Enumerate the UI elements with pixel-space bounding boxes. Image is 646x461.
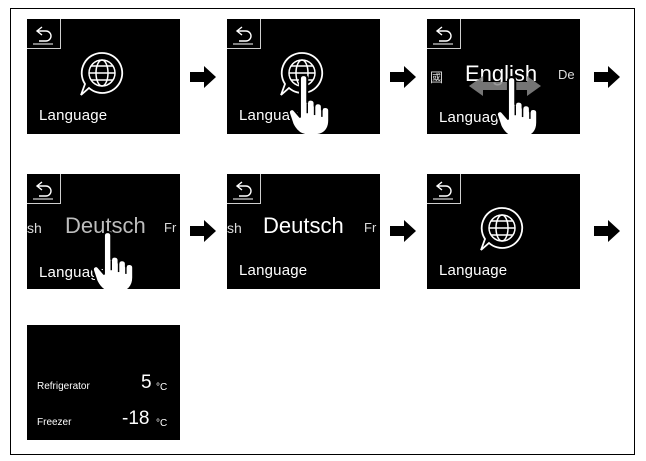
back-icon (433, 178, 455, 200)
display-screen-4: sh Deutsch Fr Language (27, 174, 180, 289)
tap-hand-icon (91, 230, 137, 289)
back-button[interactable] (227, 174, 261, 204)
back-icon (233, 23, 255, 45)
display-screen-3: 國 English De Language (427, 19, 580, 134)
display-screen-1: Language (27, 19, 180, 134)
right-arrow-icon (190, 66, 216, 88)
previous-language-option[interactable]: sh (227, 220, 242, 236)
swipe-hand-icon (495, 75, 541, 134)
language-label: Language (39, 107, 108, 124)
freezer-unit: °C (156, 418, 168, 429)
refrigerator-label: Refrigerator (37, 381, 90, 392)
temperature-display-screen: Refrigerator 5 °C Freezer -18 °C (27, 325, 180, 440)
swipe-arrows-icon (469, 76, 541, 96)
right-arrow-icon (190, 220, 216, 242)
back-icon (33, 178, 55, 200)
language-label: Language (439, 109, 508, 126)
refrigerator-unit: °C (156, 382, 168, 393)
current-language-option[interactable]: Deutsch (263, 213, 344, 238)
previous-language-option[interactable]: 國 (430, 70, 444, 85)
freezer-temperature[interactable]: -18 (122, 408, 150, 429)
language-label: Language (239, 262, 308, 279)
display-screen-2: Language (227, 19, 380, 134)
display-screen-6: Language (427, 174, 580, 289)
language-label: Language (439, 262, 508, 279)
right-arrow-icon (390, 220, 416, 242)
back-button[interactable] (27, 174, 61, 204)
next-language-option[interactable]: De (558, 67, 575, 82)
refrigerator-temperature[interactable]: 5 (141, 372, 152, 393)
right-arrow-icon (594, 220, 620, 242)
next-language-option[interactable]: Fr (164, 220, 177, 235)
back-icon (33, 23, 55, 45)
back-icon (233, 178, 255, 200)
globe-speech-icon[interactable] (477, 206, 527, 252)
freezer-label: Freezer (37, 417, 72, 428)
next-language-option[interactable]: Fr (364, 220, 377, 235)
back-button[interactable] (227, 19, 261, 49)
tap-hand-icon (287, 73, 333, 134)
right-arrow-icon (390, 66, 416, 88)
back-button[interactable] (427, 19, 461, 49)
right-arrow-icon (594, 66, 620, 88)
language-label: Language (39, 264, 108, 281)
back-icon (433, 23, 455, 45)
back-button[interactable] (27, 19, 61, 49)
previous-language-option[interactable]: sh (27, 220, 42, 236)
globe-speech-icon[interactable] (77, 51, 127, 97)
display-screen-5: sh Deutsch Fr Language (227, 174, 380, 289)
back-button[interactable] (427, 174, 461, 204)
